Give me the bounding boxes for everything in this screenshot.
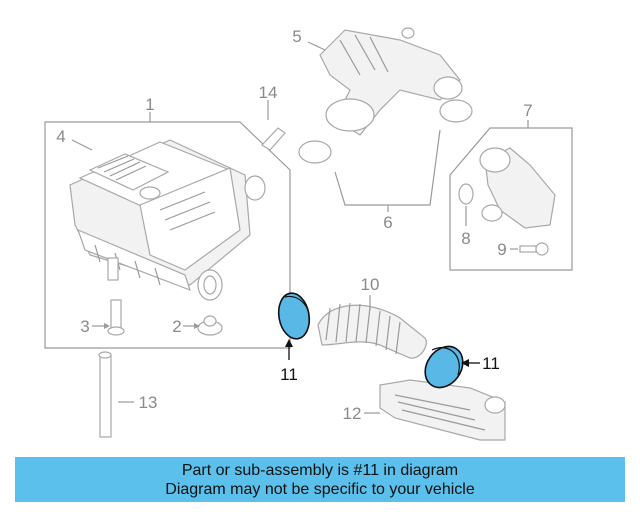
callout-9: 9 xyxy=(497,240,506,259)
part-3-bolt xyxy=(107,299,125,336)
callout-3: 3 xyxy=(80,317,89,336)
part-5-intake-duct xyxy=(319,27,463,136)
part-10-hose xyxy=(317,302,427,359)
callout-1: 1 xyxy=(145,95,154,114)
arrow-11a xyxy=(285,339,293,347)
part-12-bracket xyxy=(379,379,506,441)
group-7-frame xyxy=(449,127,573,271)
diagram-canvas: 1 2 3 4 5 6 7 8 9 10 11 11 12 13 14 xyxy=(44,27,573,441)
leader-4 xyxy=(71,139,93,151)
info-banner: Part or sub-assembly is #11 in diagram D… xyxy=(15,457,625,502)
part-11-clamp-left[interactable] xyxy=(275,291,313,342)
callout-8: 8 xyxy=(461,229,470,248)
arrow-2 xyxy=(194,323,200,329)
callout-2: 2 xyxy=(172,317,181,336)
callout-11-left: 11 xyxy=(280,365,298,384)
leader-6 xyxy=(334,129,441,206)
leader-5 xyxy=(307,41,326,51)
callout-7: 7 xyxy=(523,101,532,120)
part-13-pin xyxy=(98,351,112,438)
part-14-hose xyxy=(261,127,286,151)
callout-6: 6 xyxy=(383,213,392,232)
callout-4: 4 xyxy=(56,127,65,146)
air-cleaner-housing xyxy=(69,139,266,301)
callout-14: 14 xyxy=(259,83,278,102)
banner-line-2: Diagram may not be specific to your vehi… xyxy=(165,480,475,498)
arrow-11b xyxy=(461,359,469,367)
callout-5: 5 xyxy=(292,27,301,46)
part-6-clamp-left xyxy=(298,140,332,164)
callout-12: 12 xyxy=(343,404,362,423)
part-6-clamp-right xyxy=(439,99,473,123)
callout-11-right: 11 xyxy=(482,354,500,373)
part-11-clamp-right[interactable] xyxy=(417,339,470,395)
part-8-oring xyxy=(458,183,474,205)
parts-diagram: 1 2 3 4 5 6 7 8 9 10 11 11 12 13 14 xyxy=(44,27,573,441)
part-9-screw xyxy=(519,242,549,256)
callout-13: 13 xyxy=(139,393,158,412)
part-7-elbow xyxy=(479,147,556,229)
callout-10: 10 xyxy=(361,275,380,294)
banner-line-1: Part or sub-assembly is #11 in diagram xyxy=(181,461,459,479)
part-2-grommet xyxy=(197,315,223,336)
arrow-3 xyxy=(104,323,110,329)
group-1-frame xyxy=(44,121,291,349)
